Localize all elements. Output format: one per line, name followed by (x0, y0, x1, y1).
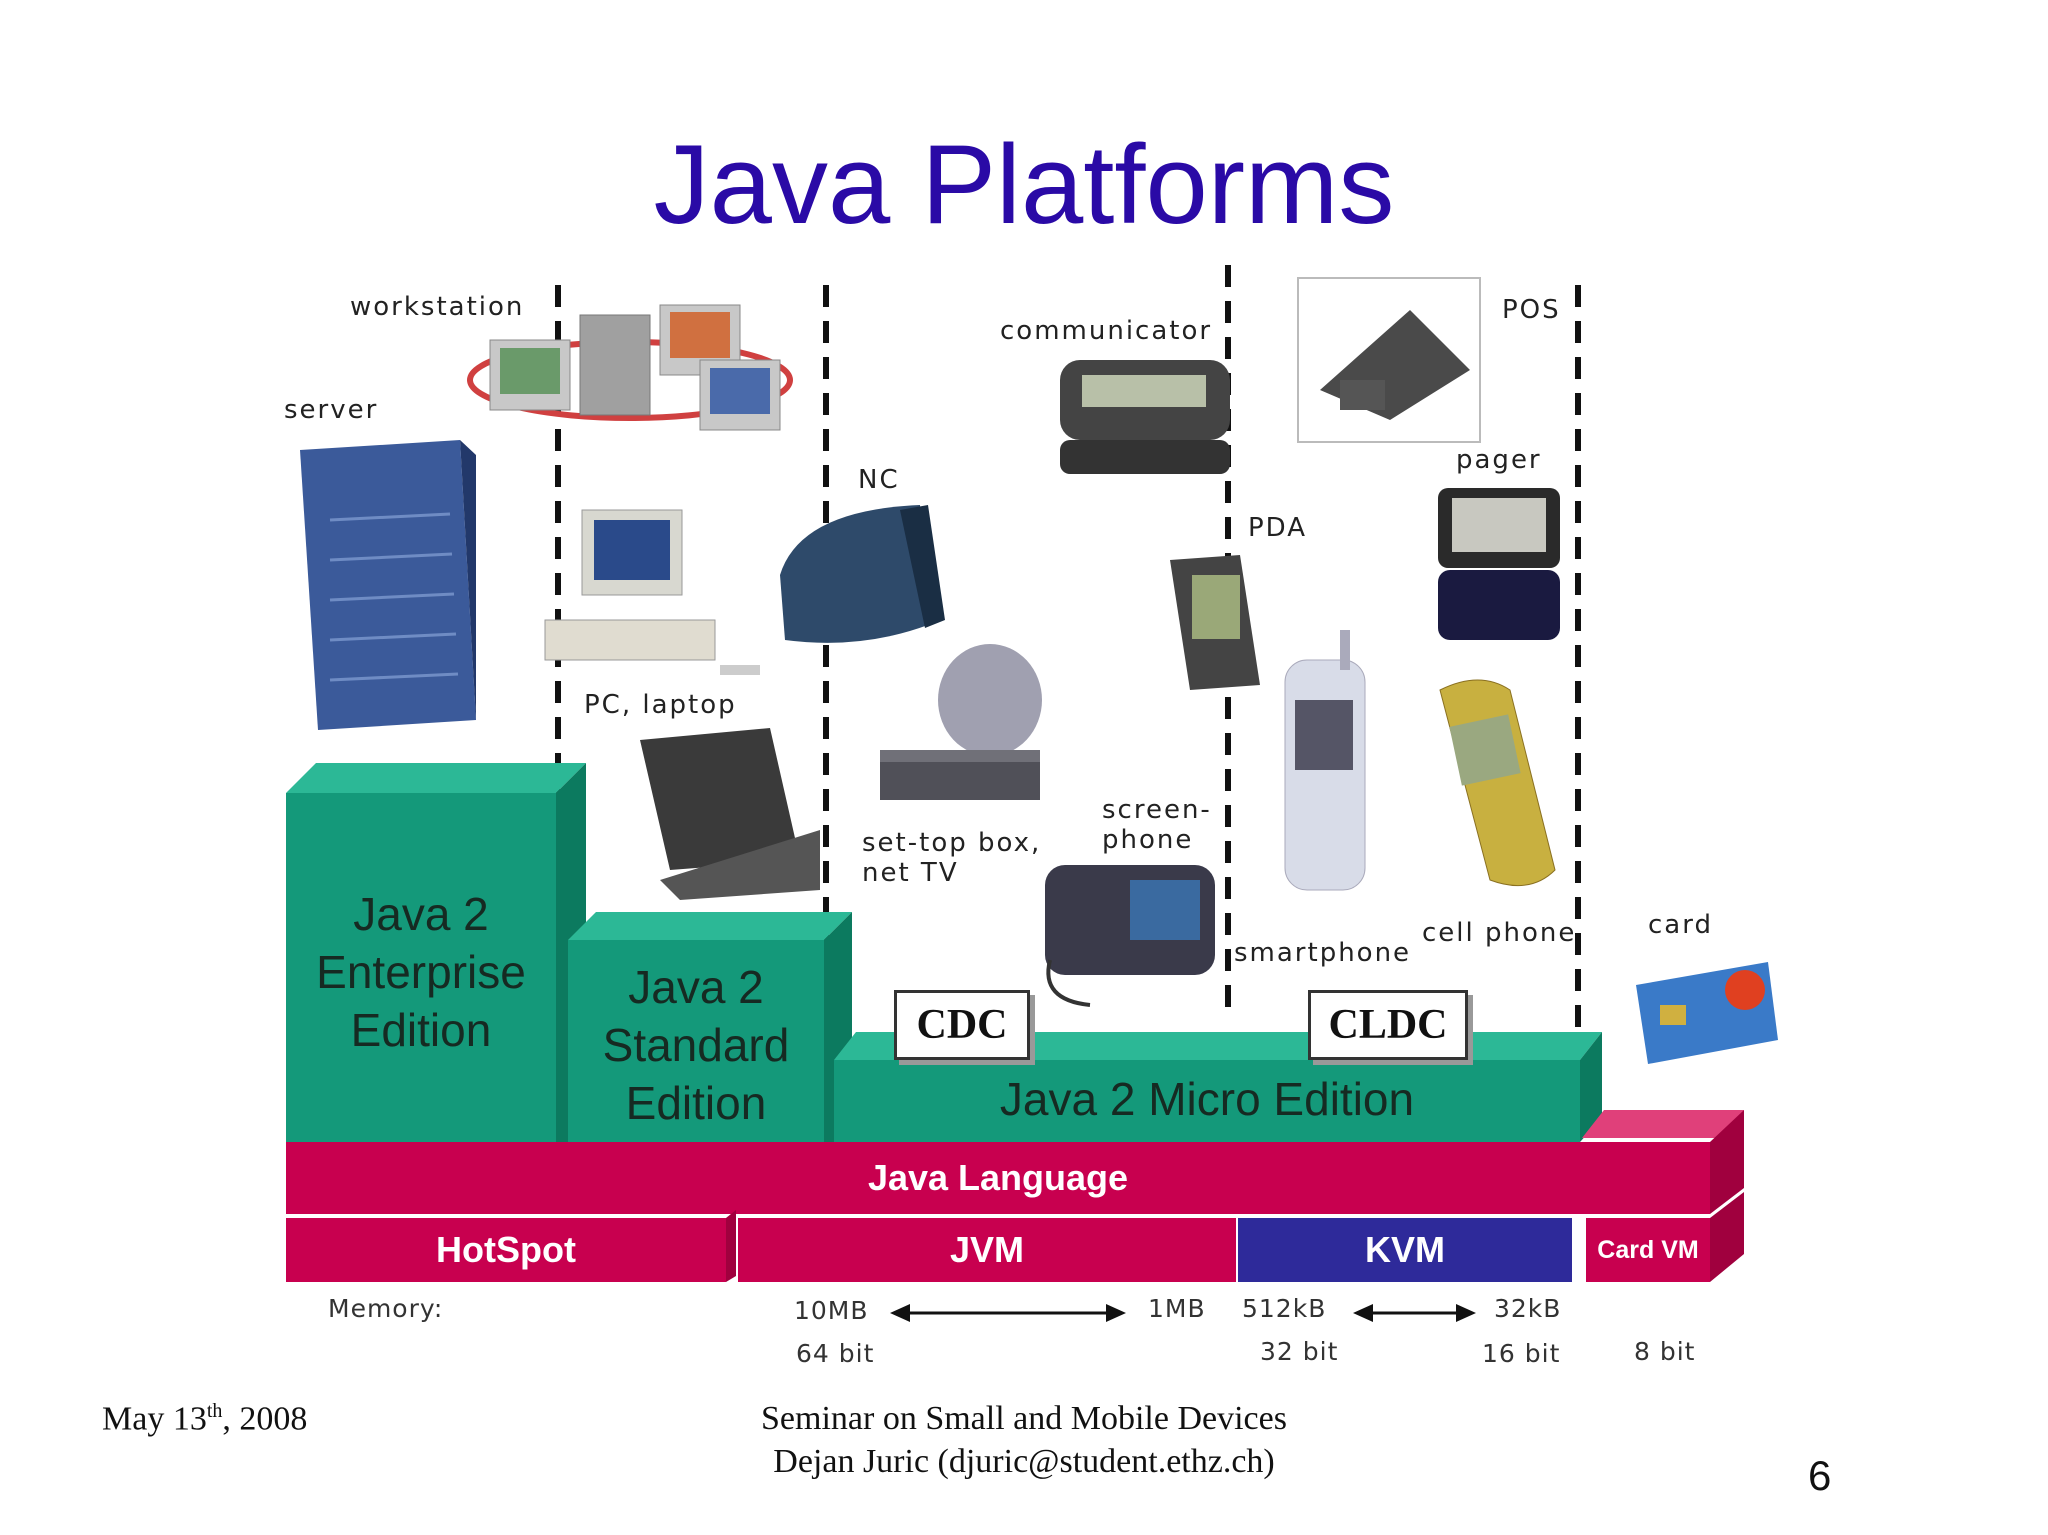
label-screenphone: screen- phone (1102, 795, 1212, 855)
label-cellphone: cell phone (1422, 918, 1577, 948)
bits-16: 16 bit (1482, 1339, 1561, 1368)
kvm-label: KVM (1365, 1229, 1445, 1270)
java-card-image (1636, 962, 1778, 1064)
footer-seminar: Seminar on Small and Mobile Devices (761, 1400, 1287, 1437)
server-image (300, 440, 476, 730)
laptop-image (640, 728, 820, 900)
screenphone-image (1045, 865, 1215, 1007)
label-smartphone: smartphone (1234, 938, 1412, 968)
kvm-range-arrow (1353, 1304, 1476, 1322)
footer-author: Dejan Juric (djuric@student.ethz.ch) (773, 1443, 1275, 1480)
pos-image (1297, 277, 1481, 443)
slide-title: Java Platforms (653, 122, 1395, 247)
pda-image (1170, 555, 1260, 690)
label-workstation: workstation (350, 292, 525, 322)
label-pda: PDA (1248, 513, 1308, 543)
label-pos: POS (1502, 295, 1561, 325)
bits-64: 64 bit (796, 1339, 875, 1368)
bits-32: 32 bit (1260, 1337, 1339, 1366)
memory-jvm-low: 1MB (1148, 1294, 1206, 1323)
cellphone-image (1439, 679, 1556, 887)
label-server: server (284, 395, 379, 425)
memory-jvm-high: 10MB (794, 1296, 869, 1325)
workstation-image (467, 304, 793, 431)
memory-kvm-low: 32kB (1494, 1294, 1562, 1323)
label-pager: pager (1456, 445, 1542, 475)
settop-image (880, 644, 1042, 800)
bits-8: 8 bit (1634, 1337, 1696, 1366)
memory-kvm-high: 512kB (1242, 1294, 1327, 1323)
hotspot-label: HotSpot (436, 1229, 576, 1270)
jvm-range-arrow (890, 1304, 1126, 1322)
label-card: card (1648, 910, 1713, 940)
label-nc: NC (858, 465, 900, 495)
label-communicator: communicator (1000, 316, 1213, 346)
j2ee-block (286, 763, 586, 1142)
vm-row (286, 1192, 1744, 1282)
smartphone-image (1284, 630, 1366, 891)
pager-image (1438, 488, 1560, 640)
label-pc-laptop: PC, laptop (584, 690, 737, 720)
footer-date: May 13th, 2008 (102, 1400, 308, 1438)
cardvm-label: Card VM (1597, 1236, 1699, 1264)
communicator-image (1060, 360, 1230, 474)
pc-image (544, 509, 760, 675)
nc-image (780, 505, 945, 643)
jvm-label: JVM (949, 1229, 1025, 1270)
j2se-block (568, 912, 852, 1142)
java-language-bar (286, 1110, 1744, 1214)
label-settop: set-top box, net TV (862, 828, 1042, 888)
cdc-box: CDC (894, 990, 1030, 1060)
j2me-label: Java 2 Micro Edition (999, 1073, 1415, 1125)
java-language-label: Java Language (867, 1157, 1129, 1198)
cldc-box: CLDC (1308, 990, 1468, 1060)
memory-label: Memory: (328, 1294, 444, 1323)
j2se-label: Java 2 Standard Edition (602, 961, 790, 1129)
page-number: 6 (1808, 1452, 1832, 1499)
j2ee-label: Java 2 Enterprise Edition (316, 888, 526, 1056)
